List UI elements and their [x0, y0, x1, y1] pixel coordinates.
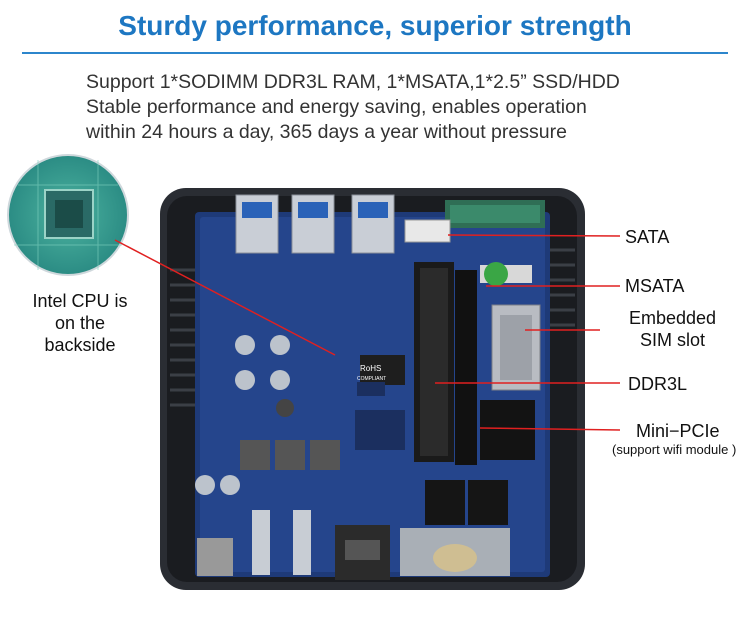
minipcie-callout: Mini−PCIe [636, 421, 720, 441]
compliance-label: RoHS COMPLIANT [357, 364, 386, 396]
msata-callout: MSATA [625, 276, 685, 296]
cpu-callout-line-2: on the backside [44, 313, 116, 355]
rohs-mark: RoHS [360, 364, 381, 373]
rear-io-ports [197, 510, 510, 580]
sim-callout-line-2: SIM slot [639, 330, 705, 350]
msata-slot [480, 262, 532, 286]
title-divider [22, 52, 728, 54]
description-line-1: Support 1*SODIMM DDR3L RAM, 1*MSATA,1*2.… [86, 71, 620, 93]
leader-lines [114, 234, 621, 431]
cpu-callout-line-1: Intel CPU is [32, 291, 128, 311]
sim-callout-line-1: Embedded [628, 308, 717, 328]
description-line-2: Stable performance and energy saving, en… [86, 96, 587, 118]
minipcie-note: (support wifi module ) [612, 442, 737, 457]
cpu-zoom-circle [7, 154, 129, 276]
sata-callout: SATA [625, 227, 670, 247]
sim-callout: Embedded SIM slot [610, 307, 735, 351]
board-components [195, 335, 508, 525]
cpu-callout: Intel CPU is on the backside [20, 290, 140, 356]
sim-slot [491, 304, 541, 391]
compliant-mark: COMPLIANT [357, 376, 386, 382]
minipcie-slot [480, 400, 535, 460]
feature-description: Support 1*SODIMM DDR3L RAM, 1*MSATA,1*2.… [86, 70, 726, 145]
ram-slot [414, 262, 477, 465]
description-line-3: within 24 hours a day, 365 days a year w… [86, 121, 567, 143]
usb-ports [235, 194, 395, 254]
ddr3l-callout: DDR3L [628, 374, 688, 394]
page-title: Sturdy performance, superior strength [118, 10, 632, 41]
sata-connector [404, 219, 451, 243]
